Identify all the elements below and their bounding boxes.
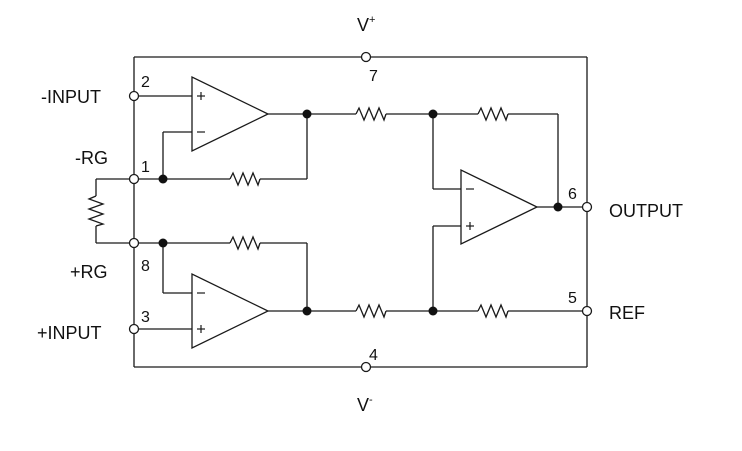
pin-6-number: 6 bbox=[568, 186, 577, 203]
minus-input-label: -INPUT bbox=[41, 87, 101, 107]
resistor-r1 bbox=[355, 106, 387, 122]
difference-amplifier bbox=[460, 168, 539, 246]
junction-dots bbox=[158, 109, 563, 316]
plus-rg-label: +RG bbox=[70, 262, 108, 282]
resistor-r4 bbox=[477, 303, 509, 319]
pin-4-number: 4 bbox=[369, 347, 378, 364]
pin-3-terminal bbox=[128, 323, 140, 335]
v-plus-label: V+ bbox=[357, 14, 375, 35]
resistor-feedback-bottom bbox=[229, 235, 261, 251]
pin-5-number: 5 bbox=[568, 290, 577, 307]
output-label: OUTPUT bbox=[609, 201, 683, 221]
pin-2-number: 2 bbox=[141, 74, 150, 91]
resistor-r3 bbox=[355, 303, 387, 319]
pin-6-terminal bbox=[581, 201, 593, 213]
input-amplifier-top bbox=[191, 75, 270, 153]
resistor-r2 bbox=[477, 106, 509, 122]
pin-3-number: 3 bbox=[141, 309, 150, 326]
minus-rg-label: -RG bbox=[75, 148, 108, 168]
pin-2-terminal bbox=[128, 90, 140, 102]
pin-8-terminal bbox=[128, 237, 140, 249]
pin-7-terminal bbox=[360, 51, 372, 63]
pin-4-terminal bbox=[360, 361, 372, 373]
v-minus-label: V- bbox=[357, 394, 373, 415]
gain-resistor-rg bbox=[87, 195, 106, 227]
resistor-feedback-top bbox=[229, 171, 261, 187]
ref-label: REF bbox=[609, 303, 645, 323]
pin-7-number: 7 bbox=[369, 68, 378, 85]
pin-1-terminal bbox=[128, 173, 140, 185]
input-amplifier-bottom bbox=[191, 272, 270, 350]
pin-8-number: 8 bbox=[141, 258, 150, 275]
pin-5-terminal bbox=[581, 305, 593, 317]
pin-1-number: 1 bbox=[141, 159, 150, 176]
plus-input-label: +INPUT bbox=[37, 323, 102, 343]
